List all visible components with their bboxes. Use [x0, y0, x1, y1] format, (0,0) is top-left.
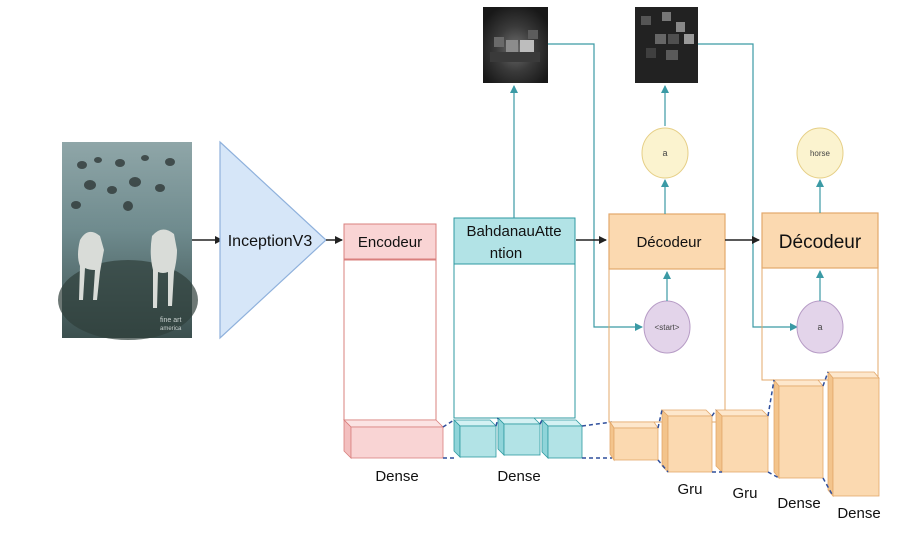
encoder-label: Encodeur — [358, 234, 422, 251]
attention-dense-cube-1 — [453, 419, 497, 458]
decoder1-output-word — [641, 127, 689, 179]
attention-block — [453, 217, 576, 265]
input-photo: fine art america — [58, 142, 198, 340]
attention-map-1 — [483, 7, 548, 83]
arrow-map1-to-start — [548, 43, 643, 331]
decoder2-output-word-text: horse — [810, 149, 831, 158]
dashed-connectors-decoder — [657, 371, 834, 497]
encoder-dense-layer — [343, 419, 444, 459]
encoder-dense-label: Dense — [375, 468, 418, 485]
dense3-label: Dense — [777, 495, 820, 512]
attention-label-line2: ntion — [490, 245, 523, 262]
gru-layer-2 — [715, 409, 769, 473]
dense-layer-4 — [827, 370, 880, 498]
decoder1-label: Décodeur — [636, 234, 701, 251]
attention-dense-cube-3 — [541, 419, 583, 459]
decoder2-input-token-text: a — [817, 322, 822, 332]
attention-dense-cube-2 — [497, 417, 541, 456]
dense4-label: Dense — [837, 505, 880, 522]
dashed-connectors-attention — [442, 417, 613, 459]
inception-label: InceptionV3 — [228, 233, 313, 250]
encoder-column — [343, 259, 437, 421]
attention-dense-label: Dense — [497, 468, 540, 485]
gru-layer-1 — [661, 409, 713, 473]
decoder2-output-word — [796, 127, 844, 179]
decoder1-block — [608, 213, 726, 270]
arrow-map2-to-token2 — [698, 43, 798, 331]
decoder1-input-token-text: <start> — [655, 323, 680, 332]
decoder2-block — [761, 212, 879, 269]
attention-label-line1: BahdanauAtte — [466, 223, 561, 240]
attention-column — [453, 263, 576, 419]
inception-block — [219, 140, 327, 340]
attention-map-2 — [635, 7, 698, 83]
decoder2-label: Décodeur — [779, 232, 862, 253]
photo-watermark-line1: fine art — [160, 317, 181, 324]
dense-layer-3 — [773, 378, 824, 480]
photo-watermark-line2: america — [160, 326, 182, 332]
encoder-block — [343, 223, 437, 260]
decoder-dense-small — [609, 420, 659, 462]
gru1-label: Gru — [677, 481, 702, 498]
decoder1-output-word-text: a — [662, 148, 667, 158]
gru2-label: Gru — [732, 485, 757, 502]
